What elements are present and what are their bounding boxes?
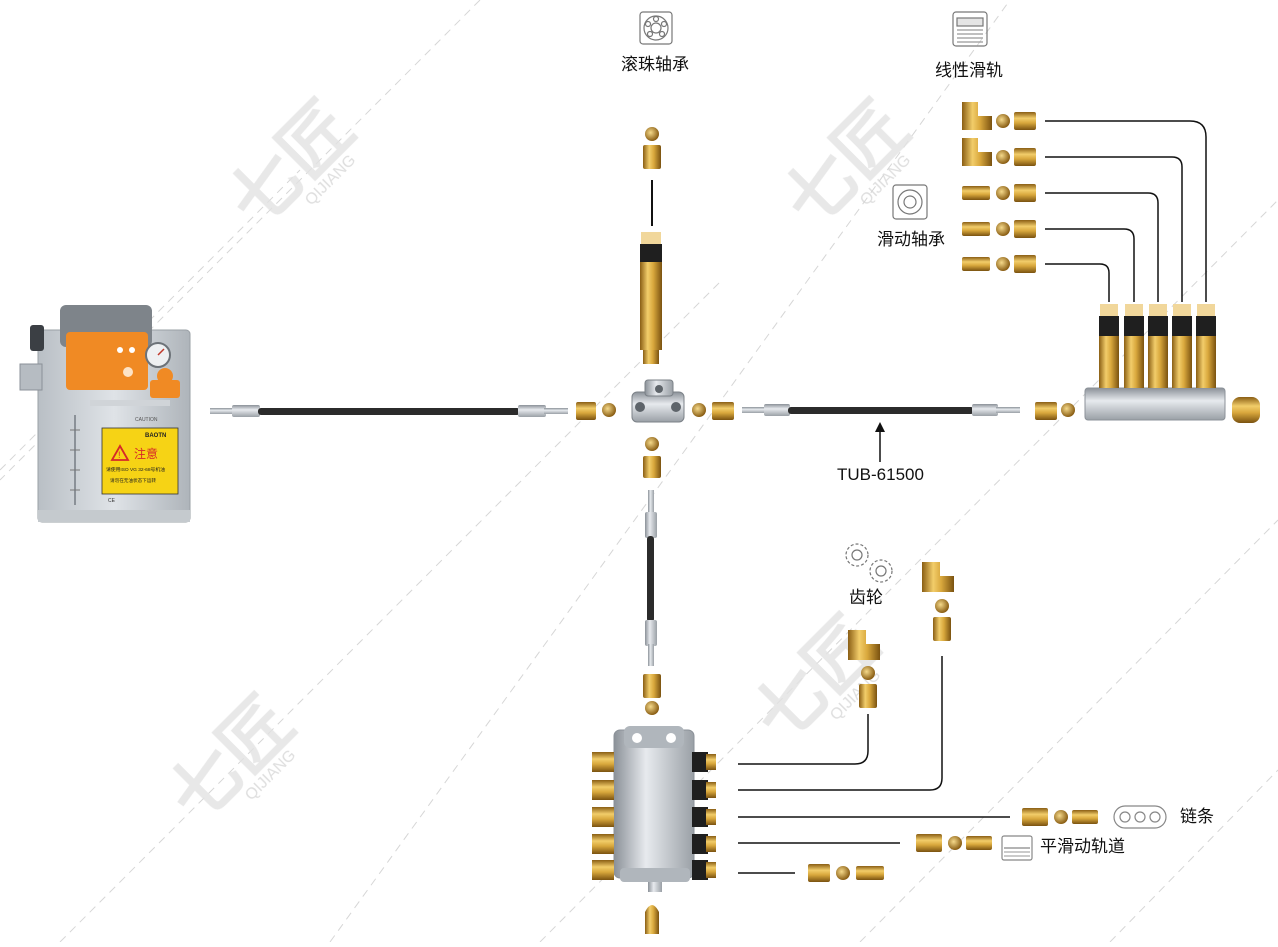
svg-text:!: ! bbox=[118, 450, 121, 460]
warning-line2: 请勿在无油状态下运转 bbox=[110, 477, 156, 484]
right-manifold-fittings bbox=[962, 102, 1036, 273]
warning-line1: 请使用ISO VG 32-68号机油 bbox=[106, 466, 165, 473]
svg-text:CE: CE bbox=[108, 498, 116, 504]
chain-icon bbox=[1114, 806, 1166, 828]
gear-icon bbox=[846, 544, 892, 582]
bottom-manifold-fittings bbox=[808, 562, 1098, 882]
warning-title: 注意 bbox=[134, 446, 158, 461]
roller-bearing-label: 滚珠轴承 bbox=[621, 56, 689, 73]
hose-model-label: TUB-61500 bbox=[837, 466, 924, 483]
roller-bearing-icon bbox=[640, 12, 672, 44]
flat-rail-icon bbox=[1002, 836, 1032, 860]
hose-pointer-arrow bbox=[875, 422, 885, 462]
sliding-bearing-icon bbox=[893, 185, 927, 219]
caution-label: CAUTION bbox=[135, 417, 158, 423]
lubrication-pump: CAUTION BAOTN ! 注意 请使用ISO VG 32-68号机油 请勿… bbox=[20, 305, 190, 522]
sliding-bearing-label: 滑动轴承 bbox=[877, 231, 945, 248]
watermarks: 七匠 QIJIANG 七匠 QIJIANG 七匠 QIJIANG 七匠 QIJI… bbox=[154, 87, 930, 843]
right-manifold-outlet-lines bbox=[1045, 121, 1206, 302]
linear-rail-label: 线性滑轨 bbox=[935, 62, 1003, 79]
chain-label: 链条 bbox=[1180, 808, 1214, 825]
linear-rail-icon bbox=[953, 12, 987, 46]
flat-rail-label: 平滑动轨道 bbox=[1040, 838, 1125, 855]
right-hose bbox=[742, 404, 1020, 416]
tee-connector bbox=[632, 380, 684, 422]
main-hose bbox=[210, 405, 568, 417]
down-hose bbox=[645, 490, 657, 666]
vertical-metering-unit bbox=[640, 232, 662, 364]
pump-brand: BAOTN bbox=[145, 433, 166, 439]
metering-valves bbox=[1099, 304, 1216, 388]
gear-label: 齿轮 bbox=[849, 589, 883, 606]
